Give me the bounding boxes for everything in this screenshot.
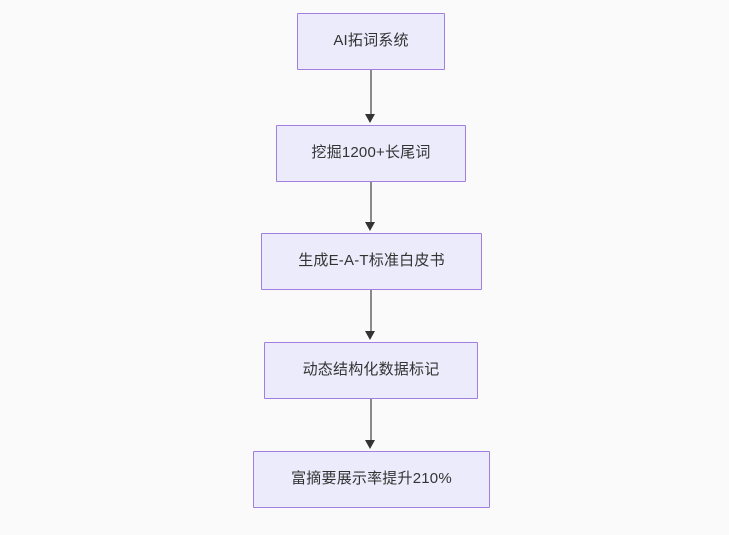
- connector-line-1-2: [370, 70, 372, 116]
- connector-arrowhead-1-2: [365, 114, 375, 123]
- flowchart-node-dynamic-structured-data-markup[interactable]: 动态结构化数据标记: [264, 342, 478, 399]
- flowchart-node-label: 挖掘1200+长尾词: [311, 144, 431, 162]
- connector-arrowhead-4-5: [365, 440, 375, 449]
- connector-line-4-5: [370, 399, 372, 442]
- flowchart-node-label: 富摘要展示率提升210%: [291, 470, 452, 488]
- flowchart-node-label: AI拓词系统: [333, 32, 409, 50]
- connector-line-3-4: [370, 290, 372, 333]
- flowchart-node-generate-eat-whitepaper[interactable]: 生成E-A-T标准白皮书: [261, 233, 482, 290]
- flowchart-node-rich-snippet-rate-increase[interactable]: 富摘要展示率提升210%: [253, 451, 490, 508]
- flowchart-node-label: 生成E-A-T标准白皮书: [298, 252, 445, 270]
- connector-arrowhead-3-4: [365, 331, 375, 340]
- flowchart-node-mine-longtail-keywords[interactable]: 挖掘1200+长尾词: [276, 125, 466, 182]
- flowchart-node-ai-keyword-system[interactable]: AI拓词系统: [297, 13, 445, 70]
- connector-arrowhead-2-3: [365, 222, 375, 231]
- flowchart-node-label: 动态结构化数据标记: [302, 361, 440, 379]
- connector-line-2-3: [370, 182, 372, 224]
